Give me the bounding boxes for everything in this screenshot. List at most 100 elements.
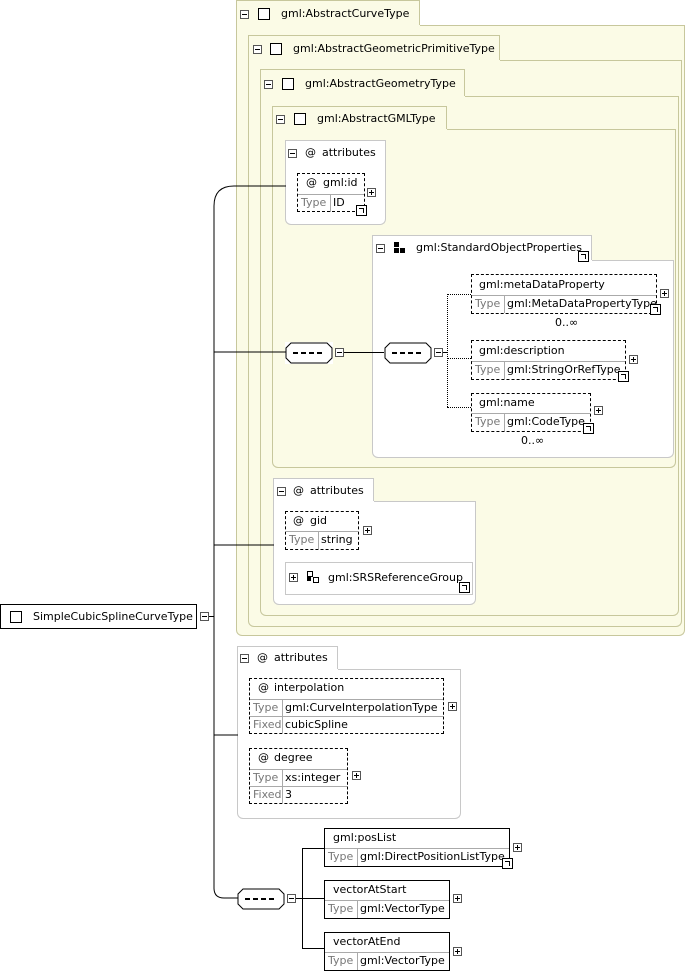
collapse-gml-type-icon[interactable]: [276, 115, 285, 124]
interpolation-type: gml:CurveInterpolationType: [285, 701, 438, 714]
degree-fixed: 3: [285, 788, 292, 801]
group-icon: [394, 242, 406, 254]
expand-degree-icon[interactable]: [352, 771, 361, 780]
vector-at-end-element[interactable]: vectorAtEnd Type gml:VectorType: [324, 932, 450, 971]
collapse-geom-attrs-icon[interactable]: [277, 487, 286, 496]
type-key: Type: [472, 296, 505, 313]
expand-srs-group-icon[interactable]: [289, 573, 298, 582]
gml-id-type: ID: [333, 196, 345, 209]
description-type: gml:StringOrRefType: [507, 363, 621, 376]
complex-type-icon: [294, 113, 306, 125]
collapse-curve-type-icon[interactable]: [240, 10, 249, 19]
goto-type-icon[interactable]: [356, 205, 367, 216]
interpolation-name: interpolation: [274, 681, 345, 694]
collapse-std-props-icon[interactable]: [376, 244, 385, 253]
type-key: Type: [472, 362, 505, 379]
expand-name-icon[interactable]: [594, 406, 603, 415]
attr-symbol: @: [257, 651, 268, 664]
name-element-occurs: 0..∞: [521, 434, 545, 447]
type-key: Type: [250, 770, 283, 787]
std-props-label: gml:StandardObjectProperties: [416, 241, 582, 254]
description-name: gml:description: [479, 344, 565, 357]
interpolation-fixed: cubicSpline: [285, 718, 348, 731]
srs-reference-group[interactable]: gml:SRSReferenceGroup: [285, 562, 473, 595]
gml-attrs-tab: [285, 140, 386, 166]
degree-attribute[interactable]: @ degree Type xs:integer Fixed 3: [249, 748, 348, 804]
geometry-type-label: gml:AbstractGeometryType: [305, 77, 456, 90]
gid-type: string: [321, 533, 353, 546]
expand-vector-at-end-icon[interactable]: [453, 947, 462, 956]
degree-name: degree: [274, 751, 313, 764]
geom-primitive-tab: [248, 35, 500, 61]
metadata-property-type: gml:MetaDataPropertyType: [507, 297, 657, 310]
type-key: Type: [298, 195, 331, 212]
name-element[interactable]: gml:name Type gml:CodeType: [471, 393, 591, 432]
goto-type-icon[interactable]: [583, 423, 594, 434]
gml-id-name: gml:id: [323, 176, 358, 189]
expand-metadata-property-icon[interactable]: [660, 289, 669, 298]
interpolation-attribute[interactable]: @ interpolation Type gml:CurveInterpolat…: [249, 678, 444, 734]
name-element-name: gml:name: [479, 396, 535, 409]
poslist-element[interactable]: gml:posList Type gml:DirectPositionListT…: [324, 828, 510, 867]
root-attrs-title: attributes: [274, 651, 328, 664]
collapse-geometry-type-icon[interactable]: [264, 80, 273, 89]
collapse-root-icon[interactable]: [200, 612, 209, 621]
root-type-label: SimpleCubicSplineCurveType: [33, 610, 193, 623]
gml-attrs-title: attributes: [322, 146, 376, 159]
expand-gml-id-icon[interactable]: [367, 188, 376, 197]
std-props-tab: [372, 235, 592, 261]
attr-symbol: @: [258, 751, 269, 764]
metadata-property-element[interactable]: gml:metaDataProperty Type gml:MetaDataPr…: [471, 274, 657, 314]
geom-attrs-tab: [273, 478, 374, 502]
attr-symbol: @: [305, 146, 316, 159]
sequence-compositor-icon[interactable]: [384, 342, 432, 364]
type-key: Type: [325, 849, 358, 866]
type-key: Type: [325, 953, 358, 970]
geom-attrs-title: attributes: [310, 484, 364, 497]
vector-at-start-name: vectorAtStart: [333, 883, 407, 896]
vector-at-end-name: vectorAtEnd: [333, 935, 401, 948]
attr-symbol: @: [293, 514, 304, 527]
root-type-box[interactable]: SimpleCubicSplineCurveType: [0, 604, 197, 629]
collapse-gml-attrs-icon[interactable]: [288, 149, 297, 158]
poslist-name: gml:posList: [333, 831, 397, 844]
sequence-compositor-icon[interactable]: [237, 888, 285, 910]
complex-type-icon: [270, 43, 282, 55]
tree-connector-lines: [213, 185, 286, 899]
goto-type-icon[interactable]: [618, 371, 629, 382]
gid-name: gid: [310, 514, 328, 527]
expand-interpolation-icon[interactable]: [448, 702, 457, 711]
goto-group-icon[interactable]: [459, 582, 470, 593]
collapse-sequence-icon[interactable]: [434, 348, 443, 357]
expand-poslist-icon[interactable]: [513, 843, 522, 852]
description-element[interactable]: gml:description Type gml:StringOrRefType: [471, 340, 626, 380]
collapse-root-attrs-icon[interactable]: [240, 654, 249, 663]
vector-at-start-type: gml:VectorType: [360, 902, 445, 915]
goto-type-icon[interactable]: [650, 304, 661, 315]
gml-type-label: gml:AbstractGMLType: [317, 112, 436, 125]
fixed-key: Fixed: [250, 717, 283, 734]
goto-group-icon[interactable]: [578, 251, 589, 262]
vector-at-end-type: gml:VectorType: [360, 954, 445, 967]
srs-group-label: gml:SRSReferenceGroup: [328, 571, 463, 584]
collapse-sequence-icon[interactable]: [335, 348, 344, 357]
expand-description-icon[interactable]: [629, 355, 638, 364]
sequence-compositor-icon[interactable]: [285, 342, 333, 364]
name-element-type: gml:CodeType: [507, 415, 585, 428]
degree-type: xs:integer: [285, 771, 341, 784]
expand-vector-at-start-icon[interactable]: [453, 894, 462, 903]
type-key: Type: [250, 700, 283, 717]
expand-gid-icon[interactable]: [363, 526, 372, 535]
collapse-geom-primitive-icon[interactable]: [253, 45, 262, 54]
complex-type-icon: [10, 611, 22, 623]
gid-attribute[interactable]: @ gid Type string: [285, 511, 359, 550]
attr-symbol: @: [306, 176, 317, 189]
metadata-property-name: gml:metaDataProperty: [479, 278, 605, 291]
type-key: Type: [472, 414, 505, 431]
gml-id-attribute[interactable]: @ gml:id Type ID: [297, 173, 365, 212]
goto-type-icon[interactable]: [502, 858, 513, 869]
curve-type-label: gml:AbstractCurveType: [281, 7, 410, 20]
collapse-sequence-icon[interactable]: [287, 894, 296, 903]
vector-at-start-element[interactable]: vectorAtStart Type gml:VectorType: [324, 880, 450, 919]
poslist-type: gml:DirectPositionListType: [360, 850, 505, 863]
